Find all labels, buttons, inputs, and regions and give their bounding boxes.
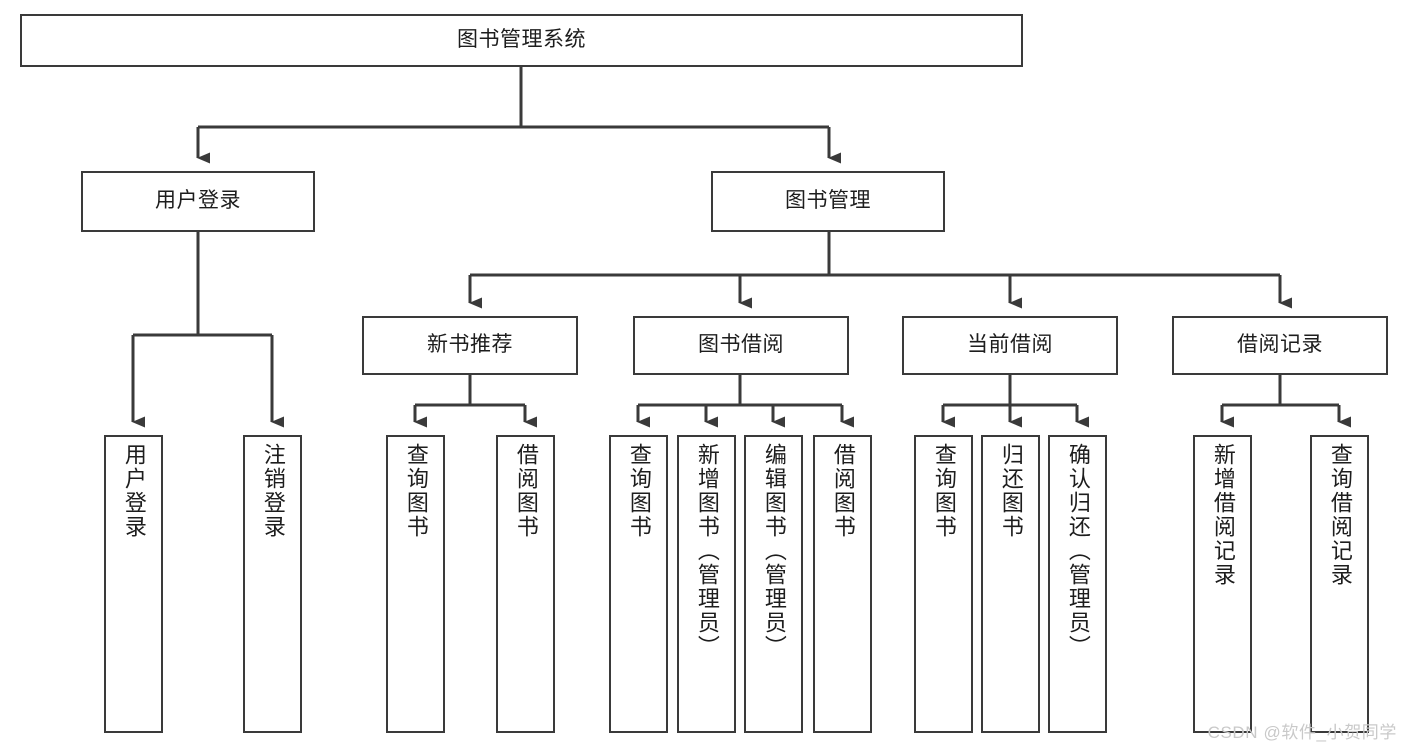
node-label: 查询图书 xyxy=(931,443,957,539)
node-label: 新书推荐 xyxy=(427,333,513,357)
leaf-user-login-logout[interactable]: 注销登录 xyxy=(243,435,302,733)
leaf-borrow-edit-book-admin[interactable]: 编辑图书（管理员） xyxy=(744,435,803,733)
node-label: 图书管理 xyxy=(785,189,871,213)
node-label: 注销登录 xyxy=(260,443,286,539)
node-root-system[interactable]: 图书管理系统 xyxy=(20,14,1023,67)
node-book-management[interactable]: 图书管理 xyxy=(711,171,945,232)
leaf-borrow-borrow-book[interactable]: 借阅图书 xyxy=(813,435,872,733)
node-label: 借阅记录 xyxy=(1237,333,1323,357)
node-label: 新增借阅记录 xyxy=(1210,443,1236,587)
node-label: 编辑图书（管理员） xyxy=(761,443,787,659)
node-label: 借阅图书 xyxy=(513,443,539,539)
node-new-book-recommend[interactable]: 新书推荐 xyxy=(362,316,578,375)
node-label: 查询图书 xyxy=(626,443,652,539)
leaf-current-return-book[interactable]: 归还图书 xyxy=(981,435,1040,733)
node-label: 用户登录 xyxy=(121,443,147,539)
node-label: 查询图书 xyxy=(403,443,429,539)
node-label: 归还图书 xyxy=(998,443,1024,539)
node-borrow-record[interactable]: 借阅记录 xyxy=(1172,316,1388,375)
leaf-borrow-add-book-admin[interactable]: 新增图书（管理员） xyxy=(677,435,736,733)
node-label: 图书借阅 xyxy=(698,333,784,357)
leaf-borrow-query-book[interactable]: 查询图书 xyxy=(609,435,668,733)
node-label: 当前借阅 xyxy=(967,333,1053,357)
node-label: 确认归还（管理员） xyxy=(1065,443,1091,659)
leaf-current-confirm-return-admin[interactable]: 确认归还（管理员） xyxy=(1048,435,1107,733)
leaf-record-add-record[interactable]: 新增借阅记录 xyxy=(1193,435,1252,733)
node-label: 借阅图书 xyxy=(830,443,856,539)
leaf-recommend-query-book[interactable]: 查询图书 xyxy=(386,435,445,733)
node-label: 图书管理系统 xyxy=(457,28,586,52)
node-user-login[interactable]: 用户登录 xyxy=(81,171,315,232)
node-label: 用户登录 xyxy=(155,189,241,213)
leaf-user-login-login[interactable]: 用户登录 xyxy=(104,435,163,733)
node-label: 查询借阅记录 xyxy=(1327,443,1353,587)
node-book-borrow[interactable]: 图书借阅 xyxy=(633,316,849,375)
leaf-recommend-borrow-book[interactable]: 借阅图书 xyxy=(496,435,555,733)
leaf-record-query-record[interactable]: 查询借阅记录 xyxy=(1310,435,1369,733)
node-label: 新增图书（管理员） xyxy=(694,443,720,659)
node-current-borrow[interactable]: 当前借阅 xyxy=(902,316,1118,375)
leaf-current-query-book[interactable]: 查询图书 xyxy=(914,435,973,733)
watermark-text: CSDN @软件_小贺同学 xyxy=(1207,723,1397,742)
